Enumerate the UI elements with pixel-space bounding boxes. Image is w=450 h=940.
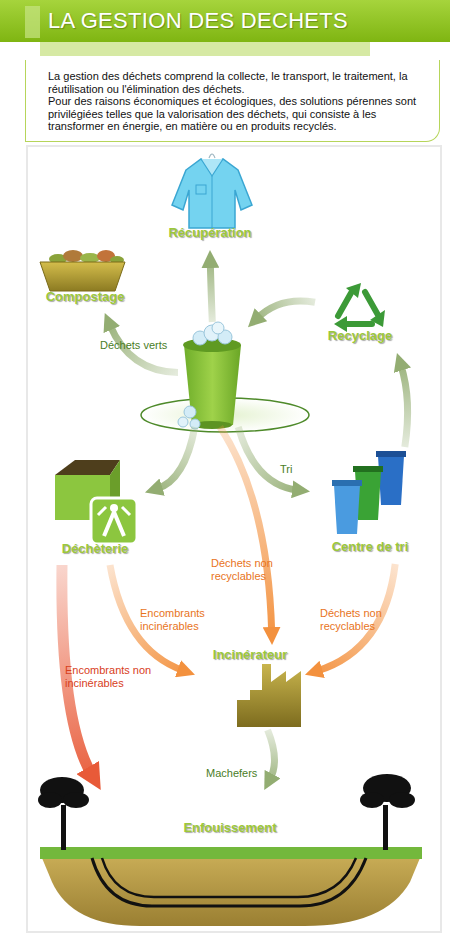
stage-node: Recyclage (315, 275, 405, 353)
waste-bin-node (178, 322, 248, 427)
flow-label: Encombrants non incinérables (65, 664, 157, 690)
stage-node: Compostage (30, 245, 140, 313)
flow-label: Encombrants incinérables (140, 607, 215, 633)
stage-label: Centre de tri (300, 539, 440, 555)
flow-label: Tri (280, 463, 310, 476)
flow-label: Déchets verts (100, 339, 180, 352)
flow-label: Déchets non recyclables (320, 607, 392, 633)
flow-arrow (257, 301, 315, 318)
stage-node: Enfouissement (40, 790, 420, 925)
stage-label: Récupération (150, 225, 270, 241)
recycling-centre-icon (55, 460, 137, 544)
stage-node: Récupération (160, 150, 260, 250)
title-strip (40, 42, 370, 56)
flow-arrow (268, 730, 275, 779)
flow-arrow (401, 365, 408, 447)
panel (27, 146, 441, 932)
stage-label: Compostage (20, 289, 150, 305)
stage-label: Déchèterie (35, 541, 155, 557)
shirt-icon (172, 154, 252, 228)
stage-label: Enfouissement (30, 820, 430, 836)
stage-label: Incinérateur (185, 647, 315, 663)
landfill (38, 774, 422, 926)
intro-text: La gestion des déchets comprend la colle… (48, 70, 419, 95)
flow-arrow (210, 263, 212, 322)
sorting-bins (332, 451, 406, 534)
intro-text: Pour des raisons économiques et écologiq… (48, 95, 419, 133)
flow-arrow (220, 427, 272, 632)
title: LA GESTION DES DECHETS (48, 8, 348, 34)
waste-bin (141, 322, 309, 432)
flow-label: Machefers (206, 767, 262, 780)
stage-node: Déchèterie (45, 455, 145, 565)
title-band (0, 0, 450, 42)
stage-node: Incinérateur (195, 645, 305, 730)
flow-arrow (157, 427, 195, 489)
intro-box: La gestion des déchets comprend la colle… (25, 60, 440, 142)
stage-node: Centre de tri (310, 447, 430, 564)
flow-arrow (317, 564, 395, 671)
title-tab (25, 6, 40, 38)
recycle-symbol (334, 283, 385, 332)
flow-label: Déchets non recyclables (211, 557, 283, 583)
factory-icon (237, 664, 301, 727)
compost-icon (40, 250, 125, 291)
stage-label: Recyclage (305, 328, 415, 344)
